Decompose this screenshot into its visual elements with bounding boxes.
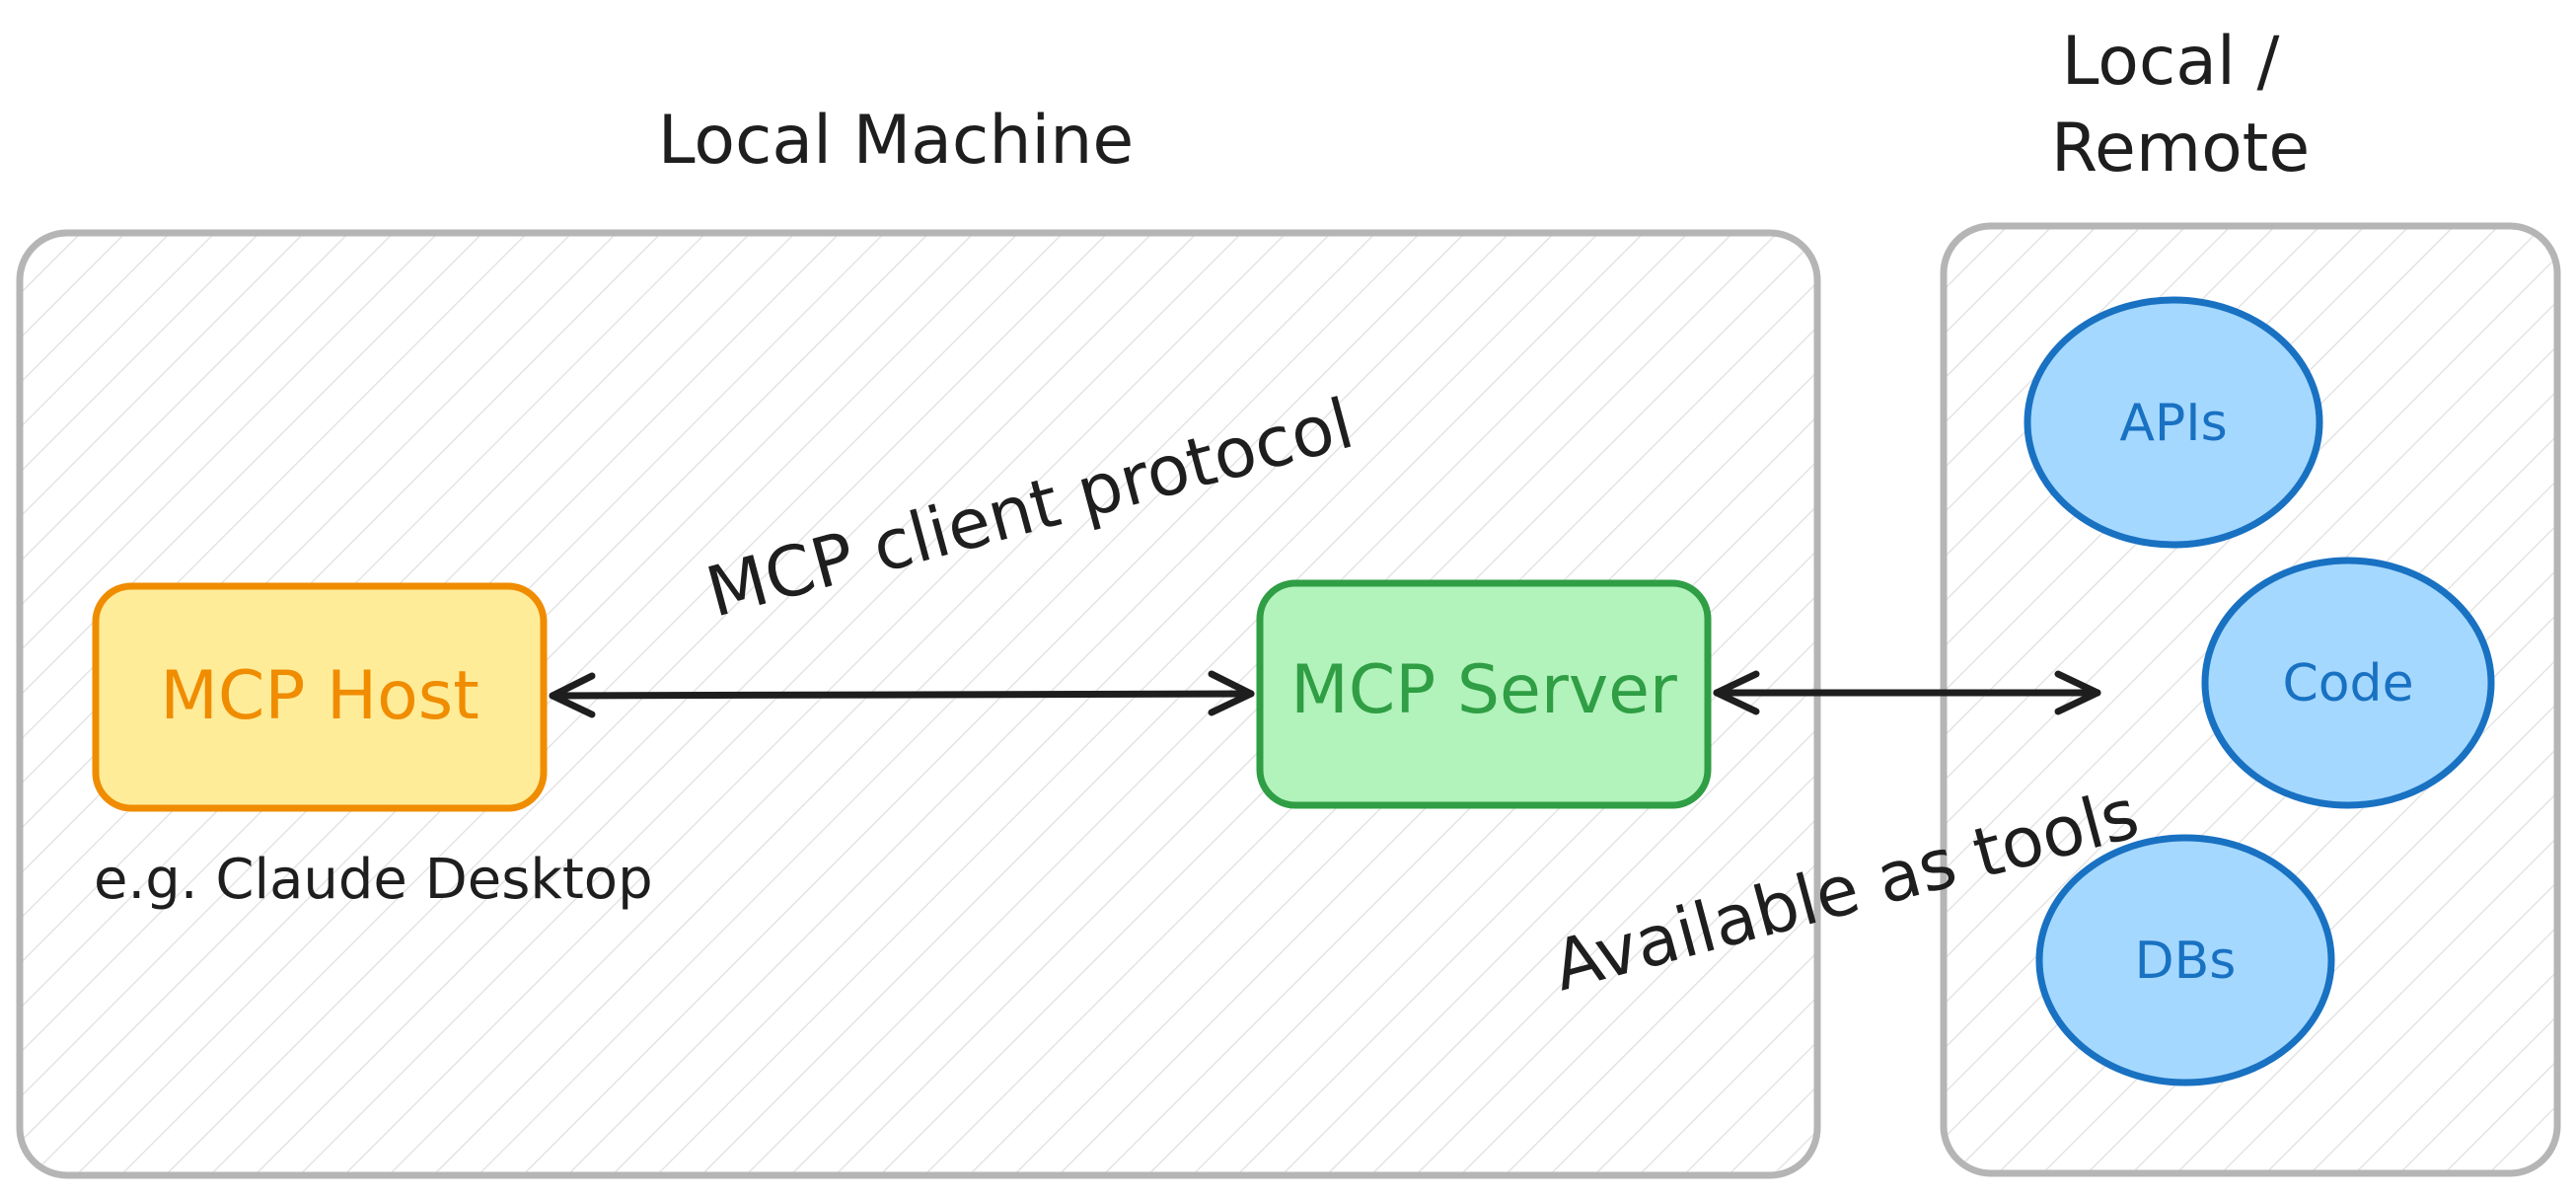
local-machine-title: Local Machine <box>658 102 1135 180</box>
host-server-arrow-head-right <box>1208 670 1255 716</box>
host-server-arrow-shaft <box>549 690 1255 700</box>
code-node[interactable]: Code <box>2201 557 2495 809</box>
server-resources-arrow-head-left <box>1713 670 1760 715</box>
server-resources-arrow[interactable] <box>1713 670 2101 715</box>
mcp-host-box <box>92 582 548 812</box>
mcp-host-node[interactable]: MCP Host <box>92 582 548 812</box>
mcp-server-label: MCP Server <box>1290 651 1677 729</box>
server-resources-arrow-head-right <box>2054 670 2101 715</box>
mcp-server-box <box>1256 579 1712 809</box>
host-server-arrow-head-left <box>549 672 596 718</box>
local-machine-group <box>16 229 1821 1179</box>
apis-label: APIs <box>2119 394 2227 453</box>
host-server-arrow[interactable] <box>549 670 1255 718</box>
apis-node[interactable]: APIs <box>2024 296 2323 549</box>
dbs-circle <box>2035 834 2335 1086</box>
mcp-server-node[interactable]: MCP Server <box>1256 579 1712 809</box>
mcp-host-caption: e.g. Claude Desktop <box>94 848 653 912</box>
mcp-host-label: MCP Host <box>160 657 479 735</box>
dbs-label: DBs <box>2135 932 2237 991</box>
apis-circle <box>2024 296 2323 549</box>
code-circle <box>2201 557 2495 809</box>
dbs-node[interactable]: DBs <box>2035 834 2335 1086</box>
local-machine-frame <box>16 229 1821 1179</box>
remote-title-line1: Local / <box>2062 23 2280 101</box>
remote-title-line2: Remote <box>2051 110 2310 187</box>
code-label: Code <box>2282 654 2413 713</box>
